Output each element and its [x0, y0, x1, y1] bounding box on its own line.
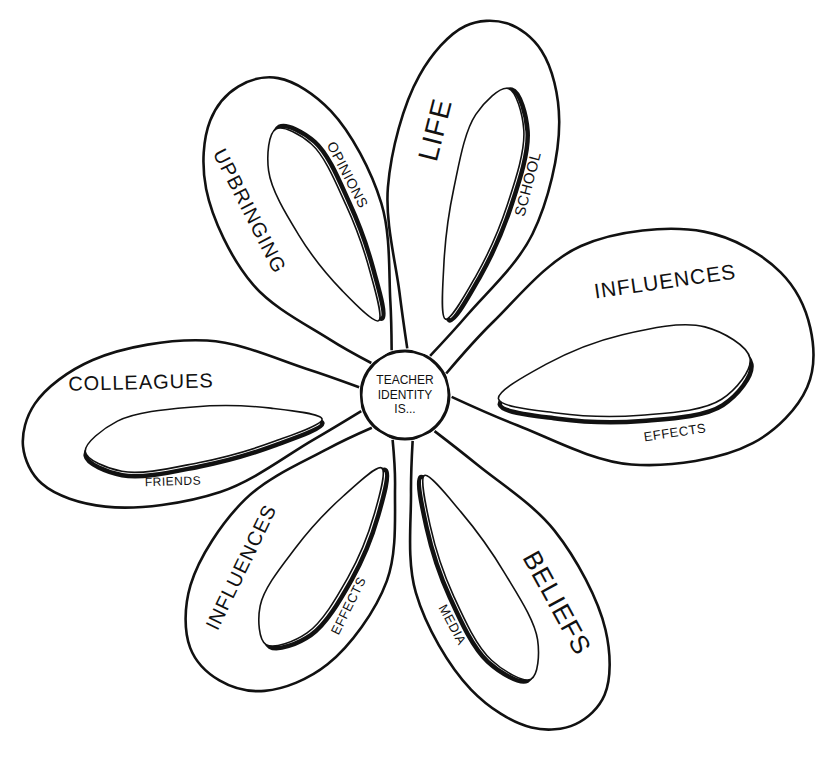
- petal-hole: [442, 88, 524, 319]
- petal-subword: FRIENDS: [145, 474, 202, 489]
- petal-hole: [423, 475, 539, 680]
- petal-outline: [410, 431, 610, 729]
- petal-outline: [23, 340, 361, 507]
- petal-hole: [85, 406, 322, 473]
- center-circle: TEACHER IDENTITY IS...: [359, 349, 451, 441]
- circle-outline: [361, 351, 449, 439]
- petal-outline: [203, 77, 391, 363]
- petal-hole: [259, 468, 384, 646]
- center-title: TEACHER IDENTITY IS...: [369, 373, 441, 416]
- petal-hole: [498, 325, 750, 417]
- petal-hole: [268, 128, 380, 321]
- petal-outline: [446, 229, 813, 465]
- petal-word: COLLEAGUES: [68, 370, 214, 395]
